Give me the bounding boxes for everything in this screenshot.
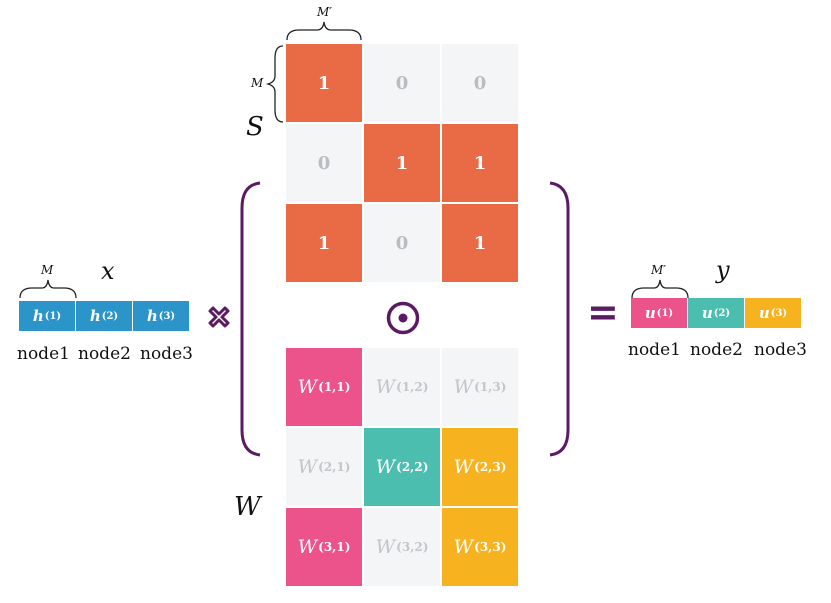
brace-top — [286, 21, 362, 41]
w-cell-1-2: W(1,2) — [364, 348, 440, 426]
w-cell-2-3: W(2,3) — [442, 428, 518, 506]
w-cell-3-3: W(3,3) — [442, 508, 518, 586]
cell-superscript: (3,2) — [396, 540, 429, 554]
cell-base: h — [32, 307, 44, 325]
x-cell-3: h(3) — [133, 301, 189, 331]
y-node-label-3: node3 — [754, 340, 807, 360]
w-cell-3-2: W(3,2) — [364, 508, 440, 586]
x-node-label-1: node1 — [17, 344, 70, 364]
brace-left — [265, 45, 284, 123]
left-bracket — [240, 181, 261, 457]
cell-base: W — [453, 536, 474, 558]
s-label: S — [246, 112, 264, 142]
right-bracket — [549, 181, 570, 457]
cell-base: h — [89, 307, 101, 325]
w-cell-2-2: W(2,2) — [364, 428, 440, 506]
cell-superscript: (2,3) — [474, 460, 507, 474]
cell-superscript: (1) — [44, 310, 62, 322]
x-cell-2: h(2) — [76, 301, 132, 331]
s-cell-3-2: 0 — [364, 204, 440, 282]
w-cell-3-1: W(3,1) — [286, 508, 362, 586]
x-label: x — [101, 257, 115, 285]
m-label-left: M — [251, 76, 264, 90]
y-cell-3: u(3) — [745, 298, 801, 328]
cell-base: W — [297, 376, 318, 398]
cell-base: W — [375, 376, 396, 398]
m-prime-label-y: M′ — [651, 263, 667, 277]
brace-x — [19, 279, 77, 299]
w-cell-1-1: W(1,1) — [286, 348, 362, 426]
cell-base: W — [297, 456, 318, 478]
cell-superscript: (3) — [158, 310, 176, 322]
cell-base: W — [375, 456, 396, 478]
equals-sign: = — [587, 290, 619, 334]
cell-base: W — [297, 536, 318, 558]
cell-superscript: (2) — [713, 307, 731, 319]
x-node-label-2: node2 — [78, 344, 131, 364]
hadamard-operator — [386, 301, 420, 335]
cell-superscript: (1) — [656, 307, 674, 319]
s-cell-2-3: 1 — [442, 124, 518, 202]
cell-superscript: (2,1) — [318, 460, 351, 474]
cell-base: u — [644, 304, 656, 322]
cell-superscript: (1,2) — [396, 380, 429, 394]
m-label-x: M — [41, 263, 54, 277]
cell-superscript: (2,2) — [396, 460, 429, 474]
cell-base: h — [146, 307, 158, 325]
brace-y — [631, 279, 689, 299]
y-node-label-2: node2 — [690, 340, 743, 360]
x-node-label-3: node3 — [140, 344, 193, 364]
cell-superscript: (3,1) — [318, 540, 351, 554]
y-node-label-1: node1 — [628, 340, 681, 360]
cell-superscript: (3,3) — [474, 540, 507, 554]
m-prime-label-top: M′ — [317, 5, 333, 19]
s-cell-2-2: 1 — [364, 124, 440, 202]
s-cell-1-2: 0 — [364, 44, 440, 122]
y-cell-1: u(1) — [631, 298, 687, 328]
cell-superscript: (1,1) — [318, 380, 351, 394]
s-cell-3-1: 1 — [286, 204, 362, 282]
x-cell-1: h(1) — [19, 301, 75, 331]
y-cell-2: u(2) — [688, 298, 744, 328]
cell-base: u — [701, 304, 713, 322]
cell-base: u — [758, 304, 770, 322]
cell-superscript: (3) — [770, 307, 788, 319]
w-cell-2-1: W(2,1) — [286, 428, 362, 506]
w-label: W — [234, 492, 261, 522]
cell-base: W — [375, 536, 396, 558]
cell-base: W — [453, 376, 474, 398]
s-cell-2-1: 0 — [286, 124, 362, 202]
cell-superscript: (2) — [101, 310, 119, 322]
multiply-operator — [208, 306, 230, 328]
cell-superscript: (1,3) — [474, 380, 507, 394]
y-label: y — [716, 256, 730, 284]
w-cell-1-3: W(1,3) — [442, 348, 518, 426]
cell-base: W — [453, 456, 474, 478]
s-cell-1-1: 1 — [286, 44, 362, 122]
s-cell-1-3: 0 — [442, 44, 518, 122]
s-cell-3-3: 1 — [442, 204, 518, 282]
